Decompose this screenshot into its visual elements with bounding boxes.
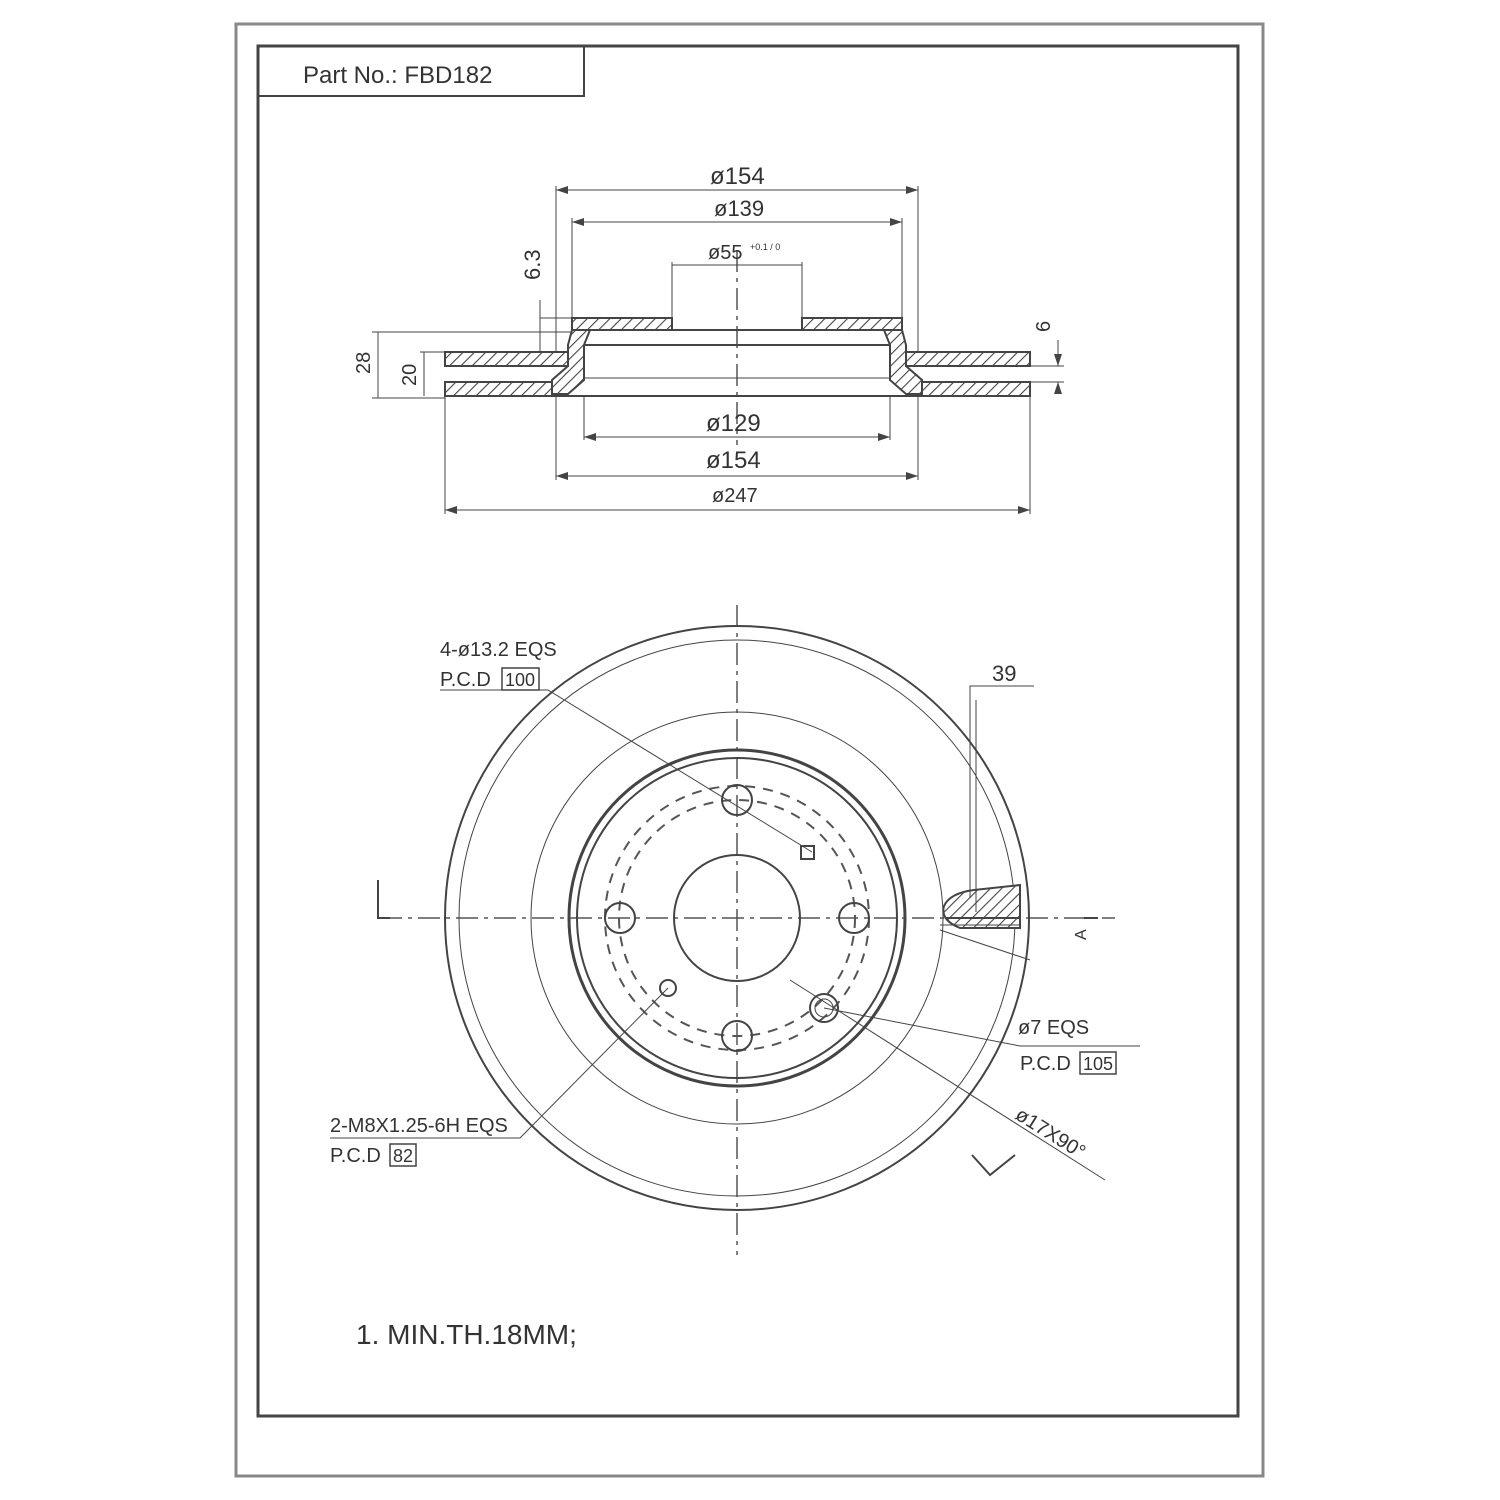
disc-plate-left-top bbox=[444, 351, 569, 367]
callout-threads-pcd-prefix: P.C.D bbox=[330, 1145, 381, 1167]
callout-bolt-holes-pcd-prefix: P.C.D bbox=[440, 669, 491, 691]
hat-outer-edge bbox=[567, 748, 907, 1088]
dim-center-bore: ø55 bbox=[708, 242, 742, 264]
dim-bottom-inner: ø129 bbox=[706, 410, 761, 437]
dim-bottom-mid: ø154 bbox=[706, 447, 761, 474]
disc-outer-edge bbox=[444, 625, 1030, 1211]
threaded-hole bbox=[659, 979, 677, 997]
callout-pilot-holes-pcd: 105 bbox=[1083, 1054, 1113, 1074]
vent-notch bbox=[942, 883, 1021, 929]
disc-plate-left-bottom bbox=[444, 381, 553, 397]
note-min-thickness: 1. MIN.TH.18MM; bbox=[356, 1319, 577, 1350]
pilot-hole bbox=[809, 993, 839, 1023]
callout-pilot-holes-pcd-prefix: P.C.D bbox=[1020, 1053, 1071, 1075]
section-view: ø154 ø139 ø55 +0.1 / 0 6.3 28 20 bbox=[353, 163, 1064, 514]
dim-flange-thickness: 6 bbox=[1033, 321, 1055, 332]
section-marker: A bbox=[1073, 929, 1090, 940]
callout-threads: 2-M8X1.25-6H EQS bbox=[330, 1115, 508, 1137]
plan-view: A 39 4-ø13.2 EQS P.C.D bbox=[330, 605, 1140, 1255]
callout-pilot-holes: ø7 EQS bbox=[1018, 1017, 1089, 1039]
inner-frame bbox=[256, 44, 1240, 1418]
callout-dim-39: 39 bbox=[992, 661, 1016, 686]
dim-top-inner: ø139 bbox=[714, 196, 764, 221]
title-block: Part No.: FBD182 bbox=[257, 45, 585, 97]
callout-chamfer: ø17X90° bbox=[1011, 1104, 1089, 1164]
callout-bolt-holes: 4-ø13.2 EQS bbox=[440, 639, 557, 661]
disc-plate-right-bottom bbox=[921, 381, 1031, 397]
bolt-hole bbox=[604, 902, 636, 934]
part-number-label: Part No.: FBD182 bbox=[303, 62, 492, 89]
bolt-hole bbox=[838, 902, 870, 934]
bolt-hole bbox=[721, 784, 753, 816]
dim-outer-diameter: ø247 bbox=[712, 485, 758, 507]
center-bore bbox=[673, 854, 801, 982]
dim-hat-height: 6.3 bbox=[520, 249, 545, 280]
threaded-hole bbox=[800, 845, 815, 860]
bolt-hole bbox=[721, 1020, 753, 1052]
dim-top-outer: ø154 bbox=[710, 163, 765, 190]
dim-overall-thickness: 28 bbox=[353, 352, 375, 374]
dim-disc-thickness: 20 bbox=[399, 364, 421, 386]
disc-plate-right-top bbox=[905, 351, 1031, 367]
callout-bolt-holes-pcd: 100 bbox=[505, 670, 535, 690]
dim-center-bore-tol: +0.1 / 0 bbox=[750, 242, 780, 252]
callout-threads-pcd: 82 bbox=[393, 1146, 413, 1166]
outer-frame bbox=[234, 22, 1265, 1478]
